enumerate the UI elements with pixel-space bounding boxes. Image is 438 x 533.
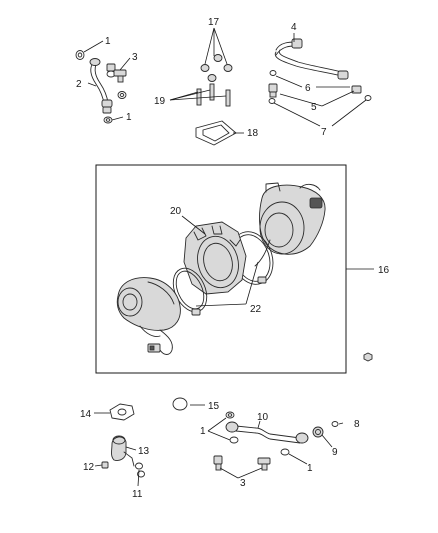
callout-1-label: 1 [307, 463, 313, 474]
oil-return-tube-part [274, 38, 349, 80]
callout-18-label: 18 [247, 128, 259, 139]
o-ring-part [172, 397, 188, 411]
seal-part [331, 421, 339, 427]
callout-7-label: 7 [321, 127, 327, 138]
washer-part [117, 91, 127, 99]
callout-10-label: 10 [257, 412, 269, 423]
callout-3-label: 3 [132, 52, 138, 63]
coolant-line-group: 15 1 10 3 1 9 8 [172, 397, 360, 489]
fitting-part [312, 426, 324, 438]
center-housing-part [183, 221, 247, 295]
callout-11-label: 11 [132, 489, 143, 500]
oil-return-line-group: 4 6 5 7 [268, 22, 372, 138]
coolant-fitting-group: 14 13 12 11 [80, 403, 150, 500]
callout-13-label: 13 [138, 446, 150, 457]
coolant-elbow-part [111, 435, 135, 467]
fitting-part [106, 63, 116, 78]
seal-part [364, 95, 372, 101]
turbocharger-compressor-part [254, 182, 326, 267]
sensor-harness-part [147, 329, 173, 355]
washer-part [280, 448, 290, 456]
callout-9-label: 9 [332, 447, 338, 458]
callout-19-label: 19 [154, 96, 166, 107]
oil-feed-tube-part [89, 58, 113, 114]
gasket-part [195, 120, 237, 146]
banjo-bolt-part [213, 455, 223, 471]
callout-4-label: 4 [291, 22, 297, 33]
bolt-part [101, 461, 109, 469]
callout-16-label: 16 [378, 265, 390, 276]
turbocharger-assembly-group: 20 22 16 [95, 164, 390, 374]
nut-part [200, 54, 233, 82]
callout-15-label: 15 [208, 401, 220, 412]
stud-nut-gasket-group: 17 19 18 [154, 17, 259, 146]
callout-1-label: 1 [105, 36, 111, 47]
callout-2-label: 2 [76, 79, 82, 90]
callout-6-label: 6 [305, 83, 311, 94]
seal-part [269, 70, 277, 76]
fitting-part [351, 85, 362, 94]
callout-1-label: 1 [126, 112, 132, 123]
washer-part [75, 50, 85, 60]
oil-feed-line-group: 1 2 3 1 [75, 36, 138, 124]
callout-20-label: 20 [170, 206, 182, 217]
fitting-part [268, 83, 278, 98]
banjo-bolt-part [113, 69, 127, 83]
o-ring-part [135, 462, 145, 478]
callout-3-label: 3 [240, 478, 246, 489]
washer-part [225, 411, 235, 419]
callout-1-label: 1 [200, 426, 206, 437]
callout-8-label: 8 [354, 419, 360, 430]
callout-5-label: 5 [311, 102, 317, 113]
callout-22-label: 22 [250, 304, 262, 315]
callout-12-label: 12 [83, 462, 95, 473]
turbine-housing-part [116, 277, 181, 337]
seal-part [268, 98, 276, 104]
washer-part [103, 116, 113, 124]
gasket-part [109, 403, 135, 421]
coolant-tube-part [225, 421, 309, 444]
callout-14-label: 14 [80, 409, 92, 420]
stud-part [196, 83, 231, 107]
callout-17-label: 17 [208, 17, 220, 28]
nut-part [363, 352, 373, 362]
washer-part [229, 436, 239, 444]
banjo-bolt-part [257, 457, 271, 471]
